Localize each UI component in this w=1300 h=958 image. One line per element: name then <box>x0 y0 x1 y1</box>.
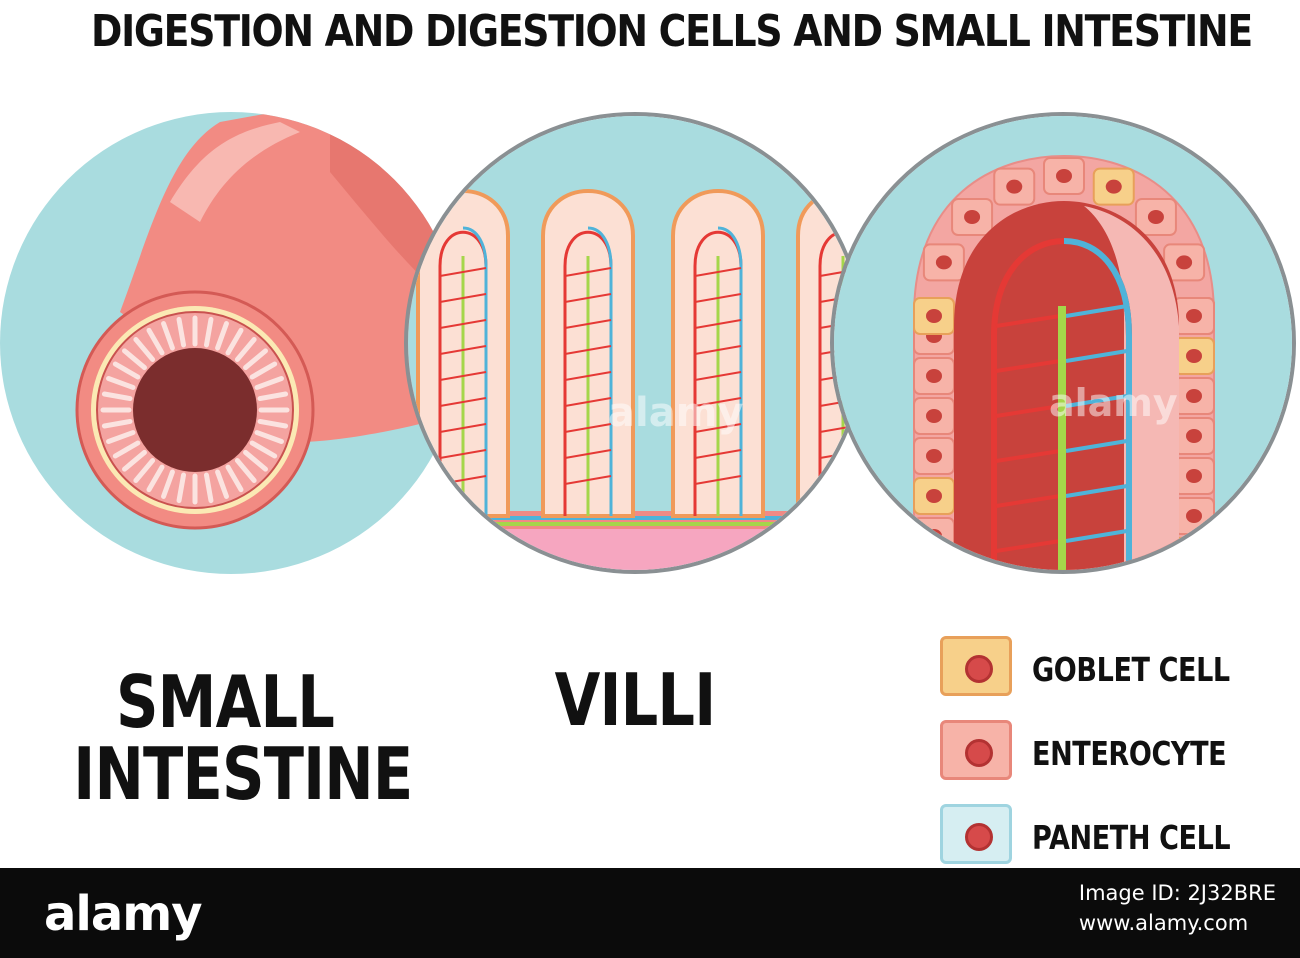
site-url: www.alamy.com <box>1078 911 1249 935</box>
villi-illustration: alamy <box>404 112 866 574</box>
legend-label: PANETH CELL <box>1032 818 1231 857</box>
footer-meta: Image ID: 2J32BRE www.alamy.com <box>1079 878 1276 938</box>
alamy-logo: alamy <box>44 886 203 942</box>
legend-label: ENTEROCYTE <box>1032 734 1227 773</box>
goblet-cell-icon <box>940 636 1012 696</box>
villi-label: VILLI <box>554 658 717 742</box>
watermark: alamy <box>1049 381 1178 425</box>
enterocyte-icon <box>940 720 1012 780</box>
legend-item-paneth-cell: PANETH CELL <box>940 804 1270 866</box>
legend-item-goblet-cell: GOBLET CELL <box>940 636 1270 698</box>
small-intestine-illustration <box>0 112 462 574</box>
villus-detail-illustration: alamy <box>830 112 1296 574</box>
small-intestine-label: SMALL INTESTINE <box>73 660 413 816</box>
footer-bar: alamy Image ID: 2J32BRE www.alamy.com <box>0 868 1300 958</box>
small-intestine-label-line1: SMALL <box>115 660 335 744</box>
page-title: DIGESTION AND DIGESTION CELLS AND SMALL … <box>91 6 1253 57</box>
paneth-cell-icon <box>940 804 1012 864</box>
legend-item-enterocyte: ENTEROCYTE <box>940 720 1270 782</box>
watermark: alamy <box>608 390 743 436</box>
small-intestine-label-line2: INTESTINE <box>73 732 413 816</box>
image-id: Image ID: 2J32BRE <box>1078 881 1276 905</box>
legend-label: GOBLET CELL <box>1032 650 1230 689</box>
